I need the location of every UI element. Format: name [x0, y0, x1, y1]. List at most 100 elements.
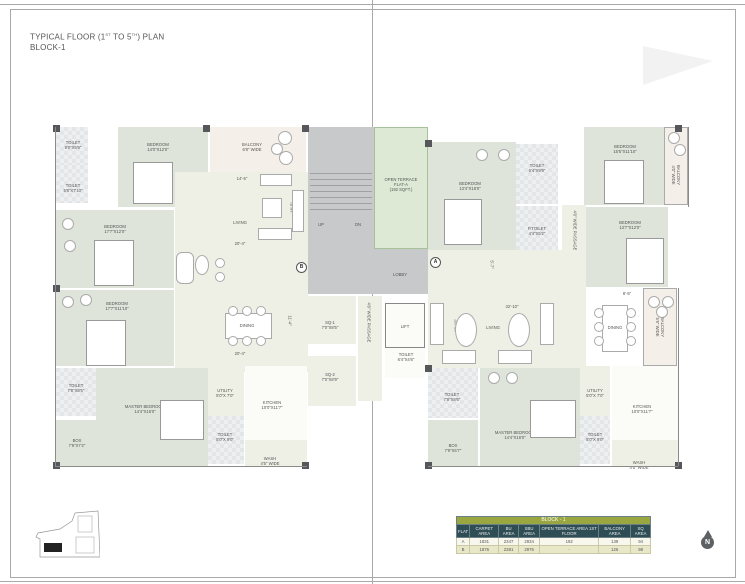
- flat-a-toilet-3: [580, 416, 610, 464]
- flat-a-toilet-2: [428, 368, 478, 418]
- cell: 2381: [498, 545, 519, 554]
- cell: 94: [630, 537, 651, 546]
- sun-direction-indicator: [643, 46, 713, 85]
- dining-chair: [594, 308, 604, 318]
- flat-b-dim-20-4-top: 20'-4": [234, 241, 246, 246]
- col-balcony-area: BALCONY AREA: [598, 524, 632, 538]
- key-plan: [35, 510, 100, 558]
- balcony-chair: [279, 151, 293, 165]
- cell: B: [455, 545, 471, 554]
- coffee-table: [508, 313, 530, 347]
- passage-label: 4'0" WIDE PASSAGE: [572, 210, 578, 251]
- frame-left-inner: [10, 9, 11, 578]
- lounge-seat: [176, 252, 194, 284]
- flat-b-dim-20-4-bottom: 20'-4": [234, 351, 246, 356]
- armchair: [498, 149, 510, 161]
- passage-label: 4'0" WIDE PASSAGE: [366, 302, 372, 343]
- sofa: [258, 228, 292, 240]
- lift-label: LIFT: [400, 324, 410, 329]
- bed: [133, 162, 173, 204]
- armchair: [476, 149, 488, 161]
- table-row: A 1831 2347 2934 192 139 94: [455, 537, 651, 546]
- cell: 192: [539, 537, 600, 546]
- cell: 2934: [517, 537, 541, 546]
- sofa: [498, 350, 532, 364]
- flat-b-kitchen: [245, 366, 307, 440]
- ottoman: [195, 255, 209, 275]
- flat-a-passage: [562, 205, 586, 257]
- flat-a-box: [428, 420, 478, 466]
- flat-b-toilet-1: [56, 127, 88, 165]
- bed: [86, 320, 126, 366]
- column: [425, 365, 432, 372]
- cell: 98: [630, 545, 651, 554]
- dining-chair: [242, 306, 252, 316]
- lobby: [308, 249, 428, 294]
- stair-treads: [310, 168, 372, 213]
- table-title: BLOCK - 1: [456, 516, 651, 525]
- lobby-label: LOBBY: [393, 272, 407, 277]
- cell: 1876: [469, 545, 500, 554]
- column: [302, 125, 309, 132]
- flat-a-toilet-1: [516, 144, 558, 204]
- bed: [94, 240, 134, 286]
- flat-a-dim-32-10: 32'-10": [505, 304, 519, 309]
- column: [53, 462, 60, 469]
- armchair: [80, 294, 92, 306]
- flat-b-utility: [208, 366, 244, 416]
- balcony-chair: [271, 143, 283, 155]
- bed: [160, 400, 204, 440]
- outer-wall: [428, 466, 678, 467]
- room-label: LIVING: [233, 220, 247, 225]
- block-label: BLOCK-1: [30, 42, 66, 52]
- dining-chair: [626, 308, 636, 318]
- cell: -: [539, 545, 600, 554]
- dining-chair: [626, 322, 636, 332]
- core-passage: [358, 296, 382, 401]
- column: [425, 140, 432, 147]
- cell: 2976: [517, 545, 541, 554]
- dining-chair: [594, 336, 604, 346]
- flat-a-living: [428, 250, 586, 368]
- bed: [444, 199, 482, 245]
- bed: [604, 160, 644, 204]
- balcony-chair: [648, 296, 660, 308]
- flat-b-toilet-2: [56, 165, 88, 203]
- col-flat: FLAT: [455, 524, 471, 538]
- north-arrow-icon: [704, 530, 712, 537]
- armchair: [62, 218, 74, 230]
- sofa: [292, 190, 304, 232]
- column: [203, 125, 210, 132]
- plan-title: TYPICAL FLOOR (1ST TO 5TH) PLAN BLOCK-1: [30, 32, 165, 52]
- flat-a-dim-5-7: 5'-7": [489, 260, 495, 269]
- area-table: BLOCK - 1 FLAT CARPET AREA BU AREA SBU A…: [455, 516, 651, 554]
- col-sq-area: SQ AREA: [630, 524, 651, 538]
- cell: A: [455, 537, 471, 546]
- core-toilet: [385, 348, 425, 378]
- armchair: [62, 296, 74, 308]
- dining-chair: [242, 336, 252, 346]
- dining-chair: [228, 336, 238, 346]
- cell: 1831: [469, 537, 500, 546]
- outer-wall: [678, 288, 679, 466]
